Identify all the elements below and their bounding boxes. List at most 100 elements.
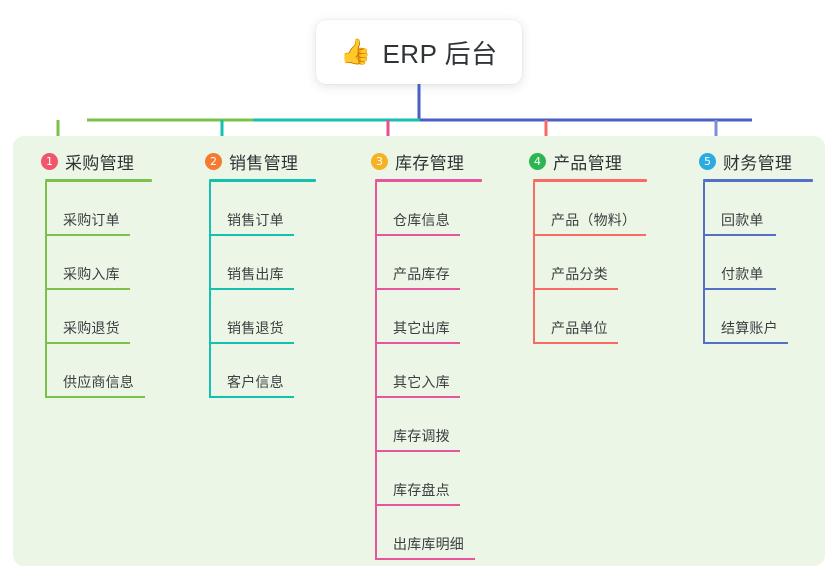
branch-underline-3 bbox=[375, 179, 482, 182]
branch-title-4: 产品管理 bbox=[553, 153, 623, 173]
leaf-item[interactable]: 采购退货 bbox=[45, 290, 152, 344]
leaf-item-underline bbox=[703, 342, 788, 344]
leaf-item-underline bbox=[375, 342, 460, 344]
branch-header-5[interactable]: 5 财务管理 bbox=[698, 136, 813, 176]
branch-header-1[interactable]: 1 采购管理 bbox=[40, 136, 152, 176]
leaf-item-underline bbox=[533, 342, 618, 344]
branch-items-4: 产品（物料） 产品分类产品单位 bbox=[528, 182, 647, 344]
leaf-item-underline bbox=[209, 342, 294, 344]
leaf-item-underline bbox=[45, 288, 130, 290]
leaf-item[interactable]: 库存盘点 bbox=[375, 452, 482, 506]
leaf-item[interactable]: 产品分类 bbox=[533, 236, 647, 290]
leaf-item-underline bbox=[533, 288, 618, 290]
leaf-item-label: 产品库存 bbox=[393, 266, 450, 282]
branch-items-2: 销售订单销售出库销售退货客户信息 bbox=[204, 182, 316, 398]
leaf-item[interactable]: 产品单位 bbox=[533, 290, 647, 344]
branch-spine-5 bbox=[703, 182, 705, 344]
leaf-item-label: 销售退货 bbox=[227, 320, 284, 336]
leaf-item-label: 结算账户 bbox=[721, 320, 778, 336]
branch-column-3: 3 库存管理仓库信息产品库存其它出库其它入库库存调拨库存盘点出库库明细 bbox=[370, 136, 482, 560]
branch-panel: 1 采购管理采购订单采购入库采购退货供应商信息 2 销售管理销售订单销售出库销售退货客… bbox=[13, 136, 825, 566]
leaf-item-label: 销售出库 bbox=[227, 266, 284, 282]
leaf-item-label: 采购订单 bbox=[63, 212, 120, 228]
leaf-item[interactable]: 库存调拨 bbox=[375, 398, 482, 452]
leaf-item-underline bbox=[375, 450, 460, 452]
branch-underline-2 bbox=[209, 179, 316, 182]
leaf-item[interactable]: 供应商信息 bbox=[45, 344, 152, 398]
leaf-item[interactable]: 付款单 bbox=[703, 236, 813, 290]
leaf-item-label: 付款单 bbox=[721, 266, 764, 282]
branch-badge-3: 3 bbox=[371, 152, 388, 170]
leaf-item-label: 库存调拨 bbox=[393, 428, 450, 444]
branch-badge-4: 4 bbox=[529, 152, 546, 170]
leaf-item-label: 库存盘点 bbox=[393, 482, 450, 498]
leaf-item-label: 产品单位 bbox=[551, 320, 608, 336]
leaf-item-label: 其它出库 bbox=[393, 320, 450, 336]
branch-underline-1 bbox=[45, 179, 152, 182]
leaf-item-label: 出库库明细 bbox=[393, 536, 464, 552]
branch-header-4[interactable]: 4 产品管理 bbox=[528, 136, 647, 176]
leaf-item[interactable]: 出库库明细 bbox=[375, 506, 482, 560]
leaf-item-underline bbox=[703, 288, 776, 290]
leaf-item-label: 采购退货 bbox=[63, 320, 120, 336]
branch-header-2[interactable]: 2 销售管理 bbox=[204, 136, 316, 176]
leaf-item[interactable]: 销售订单 bbox=[209, 182, 316, 236]
leaf-item-label: 产品分类 bbox=[551, 266, 608, 282]
branch-items-3: 仓库信息产品库存其它出库其它入库库存调拨库存盘点出库库明细 bbox=[370, 182, 482, 560]
thumbs-up-icon: 👍 bbox=[340, 37, 372, 66]
leaf-item[interactable]: 其它入库 bbox=[375, 344, 482, 398]
branch-title-1: 采购管理 bbox=[65, 153, 135, 173]
branch-badge-2: 2 bbox=[205, 152, 222, 170]
branch-badge-1: 1 bbox=[41, 152, 58, 170]
leaf-item[interactable]: 销售退货 bbox=[209, 290, 316, 344]
leaf-item-underline bbox=[209, 288, 294, 290]
leaf-item-label: 客户信息 bbox=[227, 374, 284, 390]
branch-items-1: 采购订单采购入库采购退货供应商信息 bbox=[40, 182, 152, 398]
branch-spine-3 bbox=[375, 182, 377, 560]
branch-spine-2 bbox=[209, 182, 211, 398]
branch-column-1: 1 采购管理采购订单采购入库采购退货供应商信息 bbox=[40, 136, 152, 398]
leaf-item-label: 仓库信息 bbox=[393, 212, 450, 228]
branch-underline-5 bbox=[703, 179, 813, 182]
leaf-item-underline bbox=[45, 396, 145, 398]
leaf-item[interactable]: 其它出库 bbox=[375, 290, 482, 344]
leaf-item-underline bbox=[45, 234, 130, 236]
leaf-item[interactable]: 回款单 bbox=[703, 182, 813, 236]
leaf-item-label: 采购入库 bbox=[63, 266, 120, 282]
branch-column-4: 4 产品管理产品（物料） 产品分类产品单位 bbox=[528, 136, 647, 344]
leaf-item-label: 销售订单 bbox=[227, 212, 284, 228]
branch-spine-4 bbox=[533, 182, 535, 344]
leaf-item[interactable]: 销售出库 bbox=[209, 236, 316, 290]
leaf-item-underline bbox=[375, 558, 475, 560]
leaf-item[interactable]: 仓库信息 bbox=[375, 182, 482, 236]
leaf-item-underline bbox=[375, 288, 460, 290]
branch-spine-1 bbox=[45, 182, 47, 398]
leaf-item[interactable]: 客户信息 bbox=[209, 344, 316, 398]
leaf-item-underline bbox=[703, 234, 776, 236]
leaf-item-underline bbox=[375, 234, 460, 236]
branch-header-3[interactable]: 3 库存管理 bbox=[370, 136, 482, 176]
root-node-card[interactable]: 👍 ERP 后台 bbox=[316, 20, 522, 84]
leaf-item[interactable]: 采购订单 bbox=[45, 182, 152, 236]
branch-badge-5: 5 bbox=[699, 152, 716, 170]
leaf-item-underline bbox=[45, 342, 130, 344]
leaf-item-underline bbox=[209, 234, 294, 236]
leaf-item[interactable]: 产品（物料） bbox=[533, 182, 647, 236]
branch-column-2: 2 销售管理销售订单销售出库销售退货客户信息 bbox=[204, 136, 316, 398]
leaf-item-underline bbox=[375, 504, 460, 506]
leaf-item[interactable]: 产品库存 bbox=[375, 236, 482, 290]
leaf-item-underline bbox=[375, 396, 460, 398]
leaf-item-underline bbox=[533, 234, 646, 236]
leaf-item-underline bbox=[209, 396, 294, 398]
leaf-item[interactable]: 结算账户 bbox=[703, 290, 813, 344]
branch-items-5: 回款单付款单结算账户 bbox=[698, 182, 813, 344]
leaf-item-label: 供应商信息 bbox=[63, 374, 134, 390]
branch-column-5: 5 财务管理回款单付款单结算账户 bbox=[698, 136, 813, 344]
branch-title-3: 库存管理 bbox=[395, 153, 465, 173]
branch-underline-4 bbox=[533, 179, 647, 182]
branch-title-2: 销售管理 bbox=[229, 153, 299, 173]
root-node-title: ERP 后台 bbox=[382, 38, 498, 69]
leaf-item-label: 产品（物料） bbox=[551, 212, 637, 228]
leaf-item[interactable]: 采购入库 bbox=[45, 236, 152, 290]
branch-title-5: 财务管理 bbox=[723, 153, 793, 173]
